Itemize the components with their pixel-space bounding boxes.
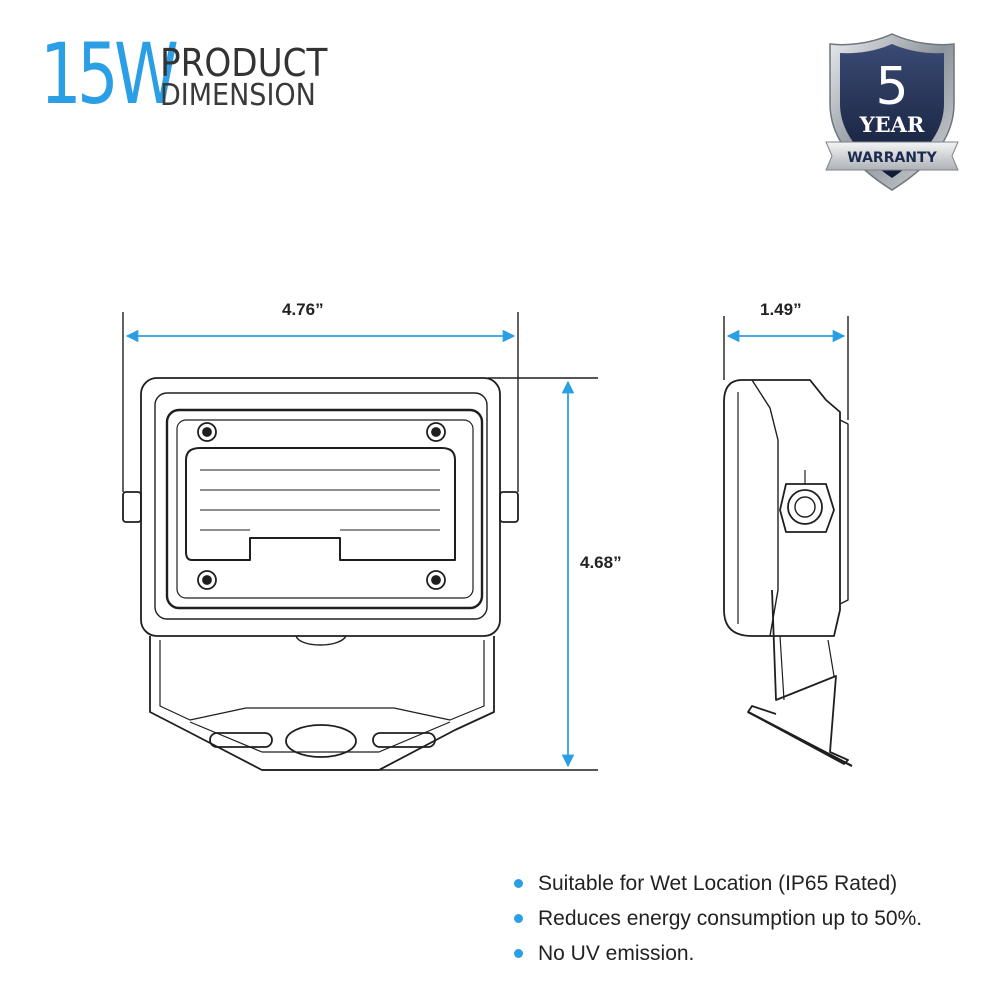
feature-text: Reduces energy consumption up to 50%. <box>538 907 923 930</box>
feature-list: Suitable for Wet Location (IP65 Rated) R… <box>512 866 922 971</box>
side-knob-right <box>499 491 519 523</box>
feature-text: Suitable for Wet Location (IP65 Rated) <box>538 872 898 895</box>
lens-frame <box>165 408 484 610</box>
depth-dimension <box>723 316 849 420</box>
width-label: 4.76” <box>282 300 324 319</box>
side-bracket <box>747 589 849 765</box>
badge-warranty: WARRANTY <box>847 150 937 166</box>
badge-number: 5 <box>875 57 908 117</box>
screw-top-right <box>426 422 446 442</box>
feature-text: No UV emission. <box>538 942 695 965</box>
list-item: Suitable for Wet Location (IP65 Rated) <box>512 866 922 901</box>
led-module <box>185 447 456 561</box>
height-label: 4.68” <box>580 553 622 572</box>
screw-bottom-right <box>426 570 446 590</box>
height-dimension <box>262 377 598 771</box>
bracket-slot-left <box>209 732 273 748</box>
bracket <box>149 636 495 771</box>
list-item: Reduces energy consumption up to 50%. <box>512 901 922 936</box>
front-view <box>122 377 519 771</box>
screw-top-left <box>197 422 217 442</box>
title-dimension: DIMENSION <box>160 78 316 113</box>
depth-label: 1.49” <box>760 300 802 319</box>
bracket-slot-right <box>372 732 436 748</box>
badge-year: YEAR <box>859 112 925 137</box>
housing-outer <box>140 377 501 637</box>
bullet-icon <box>514 879 523 888</box>
bullet-icon <box>514 914 523 923</box>
screw-bottom-left <box>197 570 217 590</box>
side-housing <box>723 379 841 637</box>
warranty-badge: 5 YEAR WARRANTY <box>825 33 959 191</box>
side-knob-left <box>122 491 142 523</box>
title-product: PRODUCT <box>160 41 328 85</box>
housing-inner <box>154 392 488 620</box>
bullet-icon <box>514 949 523 958</box>
side-pivot-knob <box>779 470 835 533</box>
bracket-center-hole <box>285 724 357 758</box>
side-view <box>723 379 853 767</box>
list-item: No UV emission. <box>512 936 922 971</box>
wattage-label: 15W <box>40 25 179 123</box>
width-dimension <box>122 312 519 492</box>
